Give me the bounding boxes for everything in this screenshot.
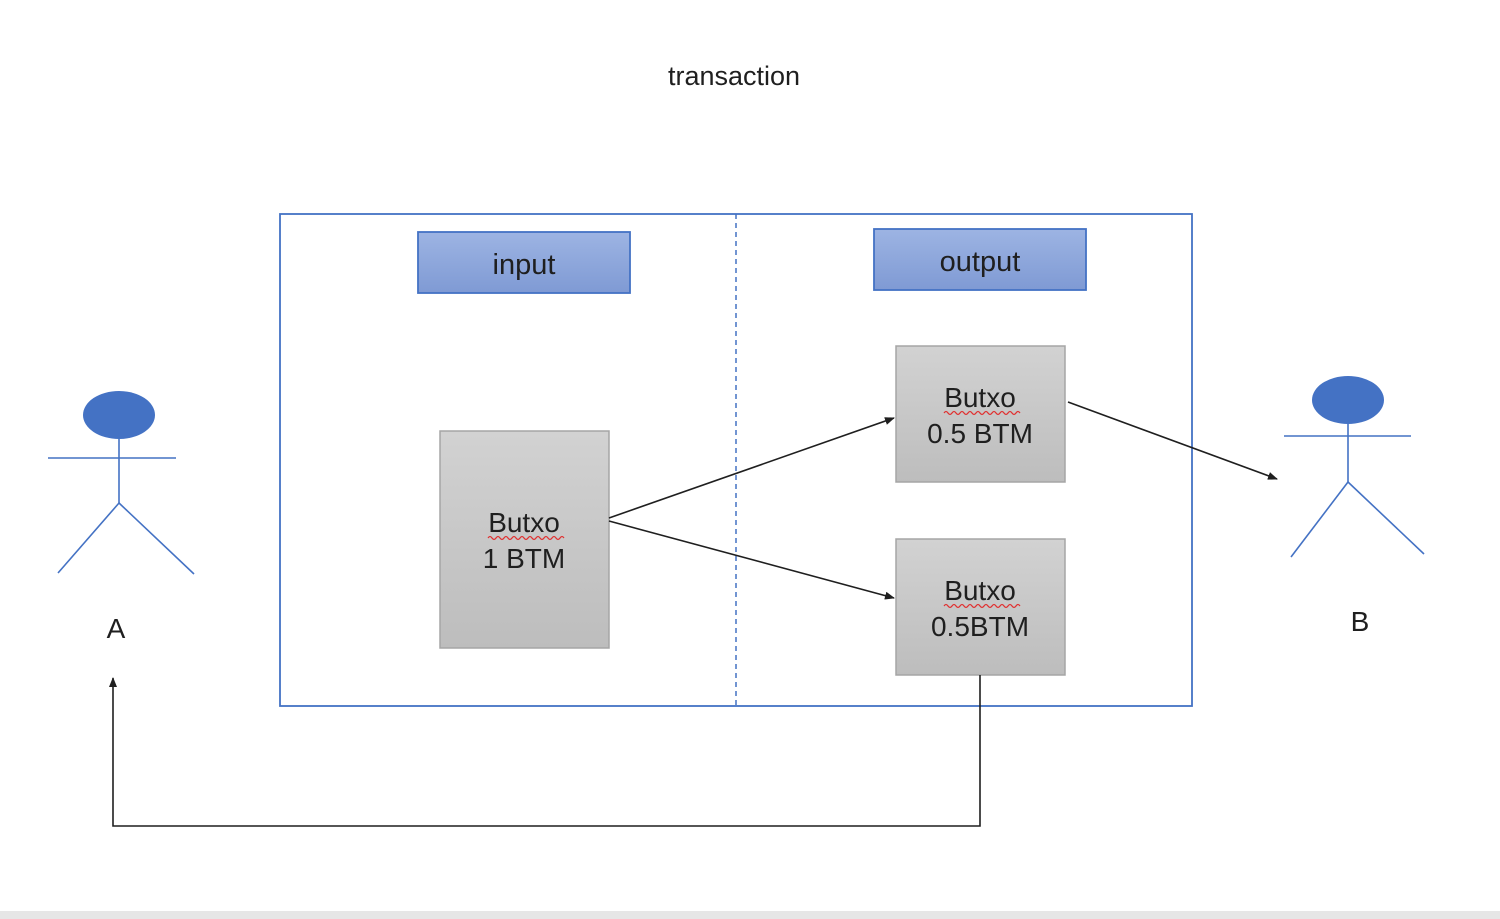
output-utxo-2-amount: 0.5BTM bbox=[931, 611, 1029, 642]
output-utxo-box-2: Butxo 0.5BTM bbox=[895, 538, 1066, 676]
arrow-input-to-output-1 bbox=[608, 417, 895, 519]
input-utxo-amount: 1 BTM bbox=[483, 543, 565, 574]
arrow-output-2-to-a bbox=[109, 675, 981, 827]
output-utxo-box-1: Butxo 0.5 BTM bbox=[895, 345, 1066, 483]
arrow-output-1-to-b bbox=[1067, 401, 1278, 480]
input-header: input bbox=[417, 231, 631, 294]
input-header-label: input bbox=[493, 249, 556, 281]
output-utxo-1-amount: 0.5 BTM bbox=[927, 418, 1033, 449]
bottom-band bbox=[0, 911, 1500, 919]
output-header: output bbox=[873, 228, 1087, 291]
output-header-label: output bbox=[940, 246, 1021, 278]
actor-b-label: B bbox=[1351, 606, 1370, 637]
output-utxo-2-name: Butxo bbox=[944, 575, 1016, 606]
actor-b-head bbox=[1312, 376, 1384, 424]
spellcheck-underline bbox=[487, 535, 565, 541]
spellcheck-underline bbox=[943, 603, 1021, 609]
diagram-title: transaction bbox=[668, 61, 800, 91]
input-utxo-name: Butxo bbox=[488, 507, 560, 538]
output-utxo-1-name: Butxo bbox=[944, 382, 1016, 413]
arrow-input-to-output-2 bbox=[608, 520, 895, 600]
spellcheck-underline bbox=[943, 410, 1021, 416]
actor-a-head bbox=[83, 391, 155, 439]
actor-a-label: A bbox=[107, 613, 126, 644]
input-utxo-box: Butxo 1 BTM bbox=[439, 430, 610, 649]
actor-a-stick-figure bbox=[48, 391, 195, 575]
actor-b-stick-figure bbox=[1284, 376, 1425, 558]
